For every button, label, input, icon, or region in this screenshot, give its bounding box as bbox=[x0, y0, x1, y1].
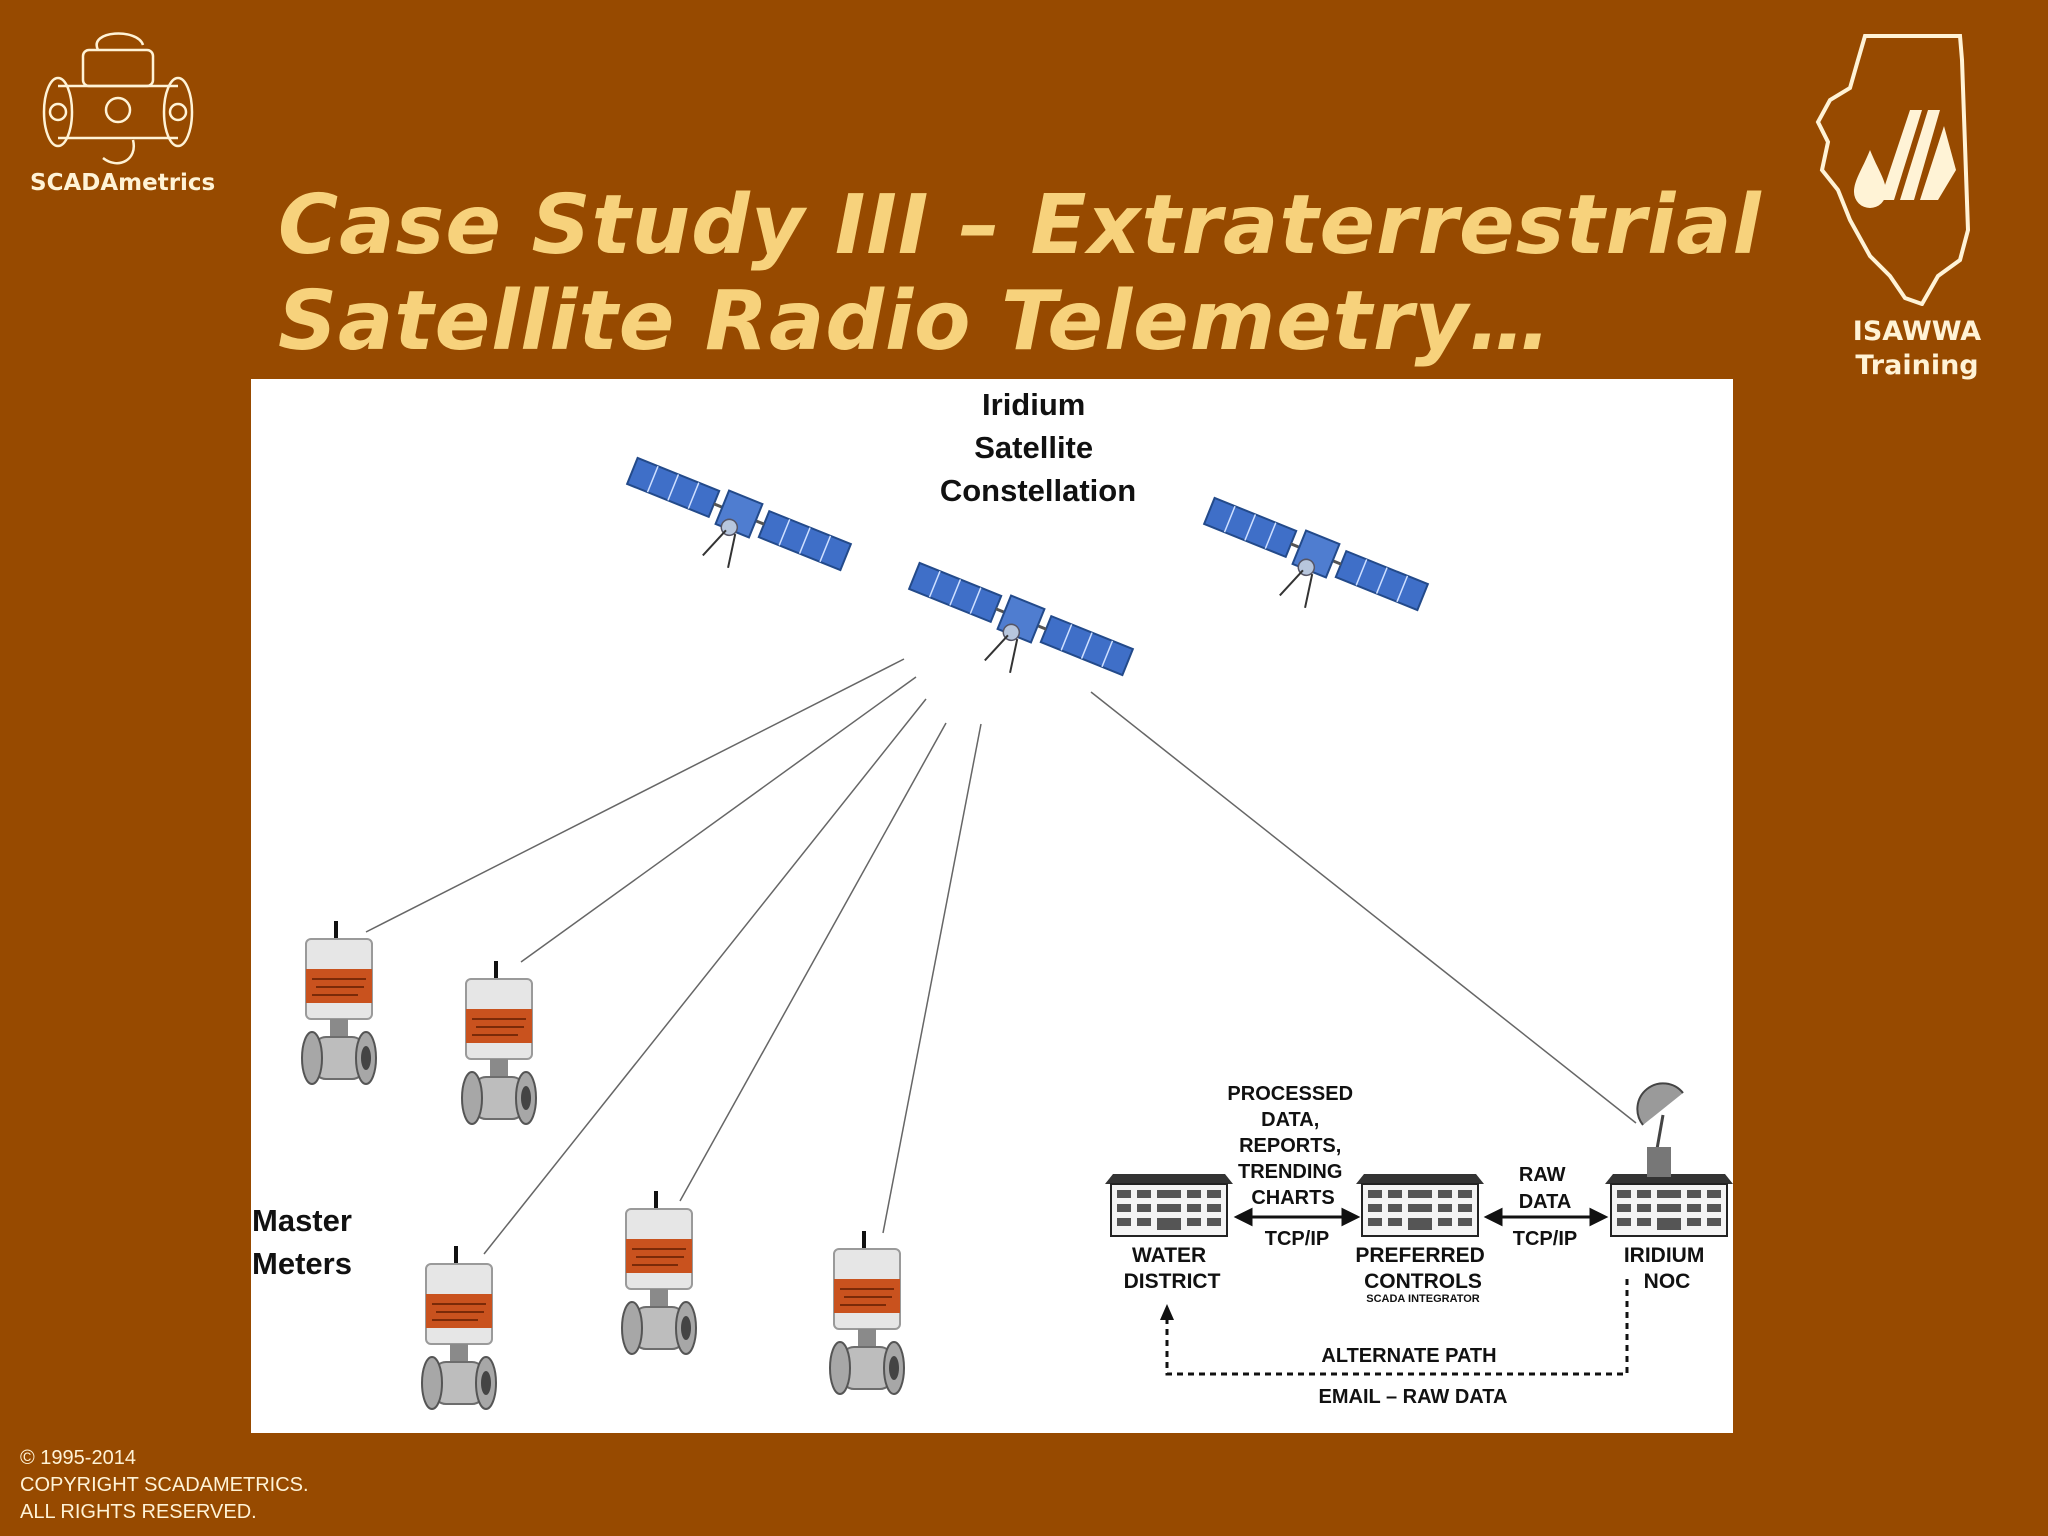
isawwa-illinois-logo-icon bbox=[1815, 34, 1971, 306]
satellite-icon bbox=[1187, 492, 1431, 649]
telemetry-diagram: Iridium Satellite Constellation Master M… bbox=[251, 379, 1733, 1433]
slide-title: Case Study III – Extraterrestrial Satell… bbox=[278, 178, 1778, 370]
iridium-noc-label: IRIDIUM NOC bbox=[1624, 1244, 1710, 1293]
copyright-holder: COPYRIGHT SCADAMETRICS. bbox=[20, 1474, 309, 1496]
water-district-label: WATER DISTRICT bbox=[1124, 1244, 1221, 1293]
flow-meter-icon bbox=[460, 959, 538, 1126]
iridium-noc-building-icon bbox=[1604, 1173, 1733, 1237]
slide-title-line2: Satellite Radio Telemetry… bbox=[278, 274, 1552, 369]
flow-meter-icon bbox=[828, 1229, 906, 1396]
constellation-label: Iridium Satellite Constellation bbox=[940, 387, 1136, 508]
flow-meter-icon bbox=[620, 1189, 698, 1356]
master-meters-label: Master Meters bbox=[252, 1203, 361, 1281]
alternate-path-arrow bbox=[1160, 1279, 1629, 1376]
processed-data-label: PROCESSED DATA, REPORTS, TRENDING CHARTS bbox=[1227, 1083, 1358, 1209]
preferred-controls-building-icon bbox=[1355, 1173, 1485, 1237]
scadametrics-logo-label: SCADAmetrics bbox=[30, 170, 216, 196]
satellite-icon bbox=[892, 557, 1136, 714]
copyright-years: © 1995-2014 bbox=[20, 1447, 136, 1469]
raw-data-label: RAW DATA bbox=[1519, 1164, 1572, 1213]
slide-title-line1: Case Study III – Extraterrestrial bbox=[278, 178, 1762, 273]
alternate-path-label: ALTERNATE PATH bbox=[1321, 1345, 1496, 1367]
preferred-controls-label: PREFERRED CONTROLS bbox=[1355, 1244, 1490, 1293]
tcp-ip-label-right: TCP/IP bbox=[1513, 1228, 1577, 1250]
flow-meter-icon bbox=[300, 919, 378, 1086]
isawwa-training-label: ISAWWA Training bbox=[1800, 315, 2034, 383]
tcp-ip-arrows bbox=[1233, 1207, 1609, 1227]
copyright-footer: © 1995-2014 COPYRIGHT SCADAMETRICS. ALL … bbox=[20, 1445, 309, 1526]
scada-integrator-label: SCADA INTEGRATOR bbox=[1366, 1293, 1480, 1305]
water-district-building-icon bbox=[1104, 1173, 1234, 1237]
flow-meter-icon bbox=[420, 1244, 498, 1411]
email-raw-data-label: EMAIL – RAW DATA bbox=[1319, 1386, 1508, 1408]
isawwa-label: ISAWWA bbox=[1852, 316, 1982, 347]
satellite-dish-icon bbox=[1636, 1082, 1684, 1177]
scadametrics-logo-icon bbox=[42, 32, 194, 165]
satellite-icon bbox=[610, 452, 854, 609]
rights-reserved: ALL RIGHTS RESERVED. bbox=[20, 1501, 257, 1523]
tcp-ip-label-left: TCP/IP bbox=[1265, 1228, 1329, 1250]
radio-links bbox=[365, 658, 1637, 1255]
training-label: Training bbox=[1855, 350, 1979, 381]
